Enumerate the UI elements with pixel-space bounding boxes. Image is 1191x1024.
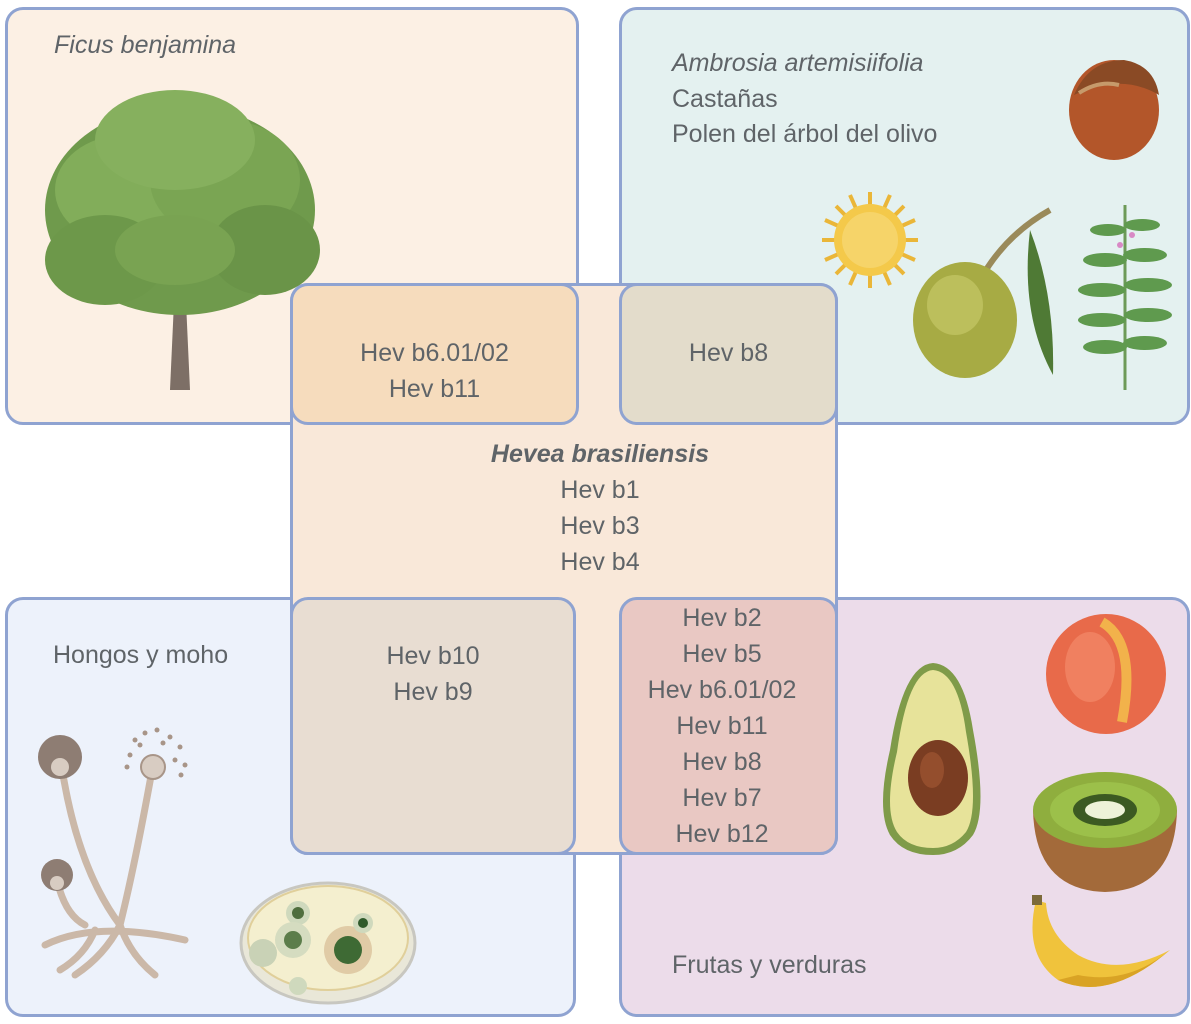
hevea-title: Hevea brasiliensis xyxy=(490,440,710,468)
ficus-benjamina-label: Ficus benjamina xyxy=(54,31,237,59)
banana-icon xyxy=(1032,895,1170,987)
petri-dish-icon xyxy=(239,881,417,1005)
hevea-allergens: Hevea brasiliensis Hev b1 Hev b3 Hev b4 xyxy=(430,436,770,580)
allergen-item: Hev b3 xyxy=(560,512,640,540)
peach-icon xyxy=(1046,614,1166,734)
allergen-item: Hev b6.01/02 xyxy=(360,339,509,367)
ragweed-plant-icon xyxy=(1078,205,1172,390)
overlap-ambrosia-hevea xyxy=(619,283,838,425)
allergen-item: Hev b10 xyxy=(386,642,480,670)
castanas-label: Castañas xyxy=(672,85,778,113)
allergen-item: Hev b11 xyxy=(388,375,481,403)
allergen-item: Hev b1 xyxy=(560,476,640,504)
ambrosia-label: Ambrosia artemisiifolia xyxy=(672,49,924,77)
allergen-item: Hev b5 xyxy=(682,640,762,668)
hongos-moho-label: Hongos y moho xyxy=(53,641,229,669)
overlap-ficus-hevea xyxy=(290,283,579,425)
overlap-frutas-allergens: Hev b2 Hev b5 Hev b6.01/02 Hev b11 Hev b… xyxy=(622,600,822,852)
pollen-icon xyxy=(822,192,918,288)
tree-icon xyxy=(45,90,320,390)
overlap-frutas-hevea xyxy=(619,597,838,855)
allergen-item: Hev b7 xyxy=(682,784,762,812)
avocado-icon xyxy=(883,663,981,855)
overlap-ficus-allergens: Hev b6.01/02 Hev b11 xyxy=(293,335,576,407)
allergen-item: Hev b6.01/02 xyxy=(647,676,797,704)
allergen-item: Hev b9 xyxy=(393,678,473,706)
kiwi-icon xyxy=(1033,772,1177,892)
allergen-item: Hev b12 xyxy=(675,820,769,848)
overlap-hongos-hevea xyxy=(290,597,576,855)
polen-olivo-label: Polen del árbol del olivo xyxy=(672,120,938,148)
mold-icon xyxy=(38,727,189,979)
allergen-item: Hev b2 xyxy=(682,604,762,632)
allergen-item: Hev b4 xyxy=(560,548,640,576)
chestnut-icon xyxy=(1069,60,1159,160)
overlap-ambrosia-allergens: Hev b8 xyxy=(622,335,835,371)
frutas-verduras-label: Frutas y verduras xyxy=(672,951,867,979)
allergen-item: Hev b8 xyxy=(688,339,769,367)
olive-icon xyxy=(913,207,1054,378)
overlap-hongos-allergens: Hev b10 Hev b9 xyxy=(293,638,573,710)
allergen-item: Hev b8 xyxy=(682,748,762,776)
allergen-item: Hev b11 xyxy=(676,712,768,740)
